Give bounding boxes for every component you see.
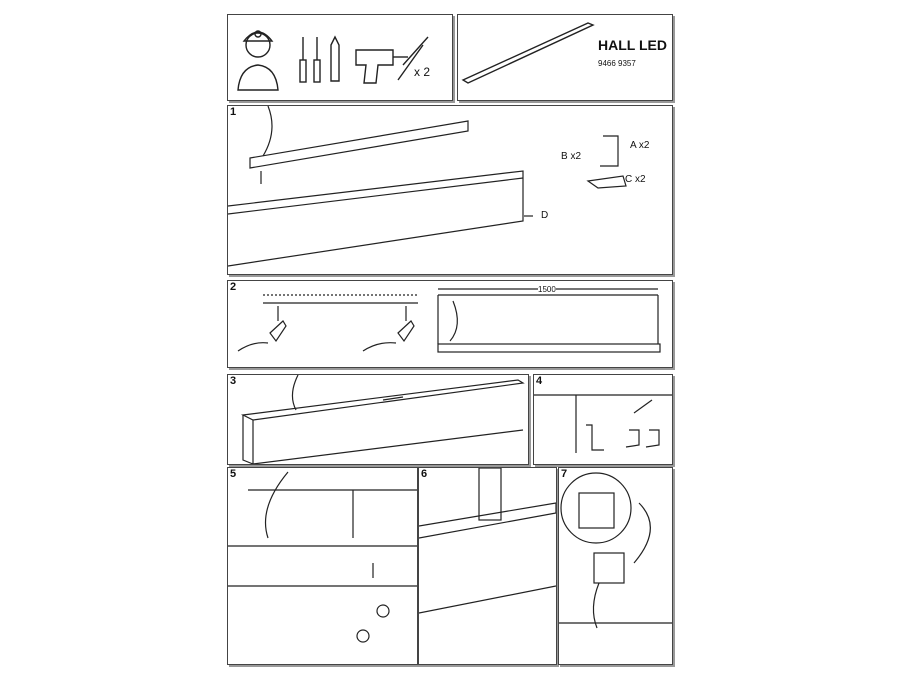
step-number: 3 bbox=[230, 375, 237, 387]
tools-panel: x 2 bbox=[227, 14, 453, 101]
article-numbers: 9466 9357 bbox=[598, 59, 636, 68]
step-3-panel: 3 bbox=[227, 374, 529, 465]
step-7-illustration bbox=[559, 472, 672, 629]
step-number: 4 bbox=[536, 375, 543, 387]
tools-illustration bbox=[237, 30, 429, 91]
part-c-label: C x2 bbox=[625, 174, 646, 185]
length-dimension: 1500 bbox=[538, 285, 556, 294]
step-1-panel: 1 A x2 B x2 C x2 D bbox=[227, 105, 673, 275]
step-number: 5 bbox=[230, 468, 237, 480]
part-d-label: D bbox=[541, 210, 549, 221]
step-3-illustration bbox=[240, 375, 525, 464]
step-number: 6 bbox=[421, 468, 428, 480]
part-b-label: B x2 bbox=[561, 151, 582, 162]
step-7-panel: 7 bbox=[558, 467, 673, 665]
drill-icon bbox=[362, 306, 415, 352]
step-5-illustration bbox=[228, 471, 417, 643]
screwdriver-icon bbox=[299, 37, 321, 83]
worker-icon bbox=[237, 30, 279, 91]
step-6-panel: 6 bbox=[418, 467, 557, 665]
drill-icon bbox=[355, 49, 408, 84]
pencil-icon bbox=[330, 35, 340, 82]
step-number: 1 bbox=[230, 106, 237, 118]
step-6-illustration bbox=[419, 468, 556, 614]
drill-icon bbox=[237, 306, 287, 352]
step-4-illustration bbox=[534, 394, 672, 453]
product-title: HALL LED bbox=[598, 37, 667, 53]
dowel-icon bbox=[397, 36, 429, 81]
step-2-illustration bbox=[237, 288, 661, 353]
part-a-label: A x2 bbox=[630, 140, 650, 151]
step-number: 7 bbox=[561, 468, 568, 480]
step-number: 2 bbox=[230, 281, 237, 293]
product-panel: HALL LED 9466 9357 bbox=[457, 14, 673, 101]
step-1-illustration bbox=[228, 106, 627, 267]
step-5-panel: 5 bbox=[227, 467, 418, 665]
dowel-count: x 2 bbox=[414, 65, 431, 79]
step-4-panel: 4 bbox=[533, 374, 673, 465]
luminaire-illustration bbox=[461, 22, 595, 84]
step-2-panel: 2 1500 bbox=[227, 280, 673, 368]
